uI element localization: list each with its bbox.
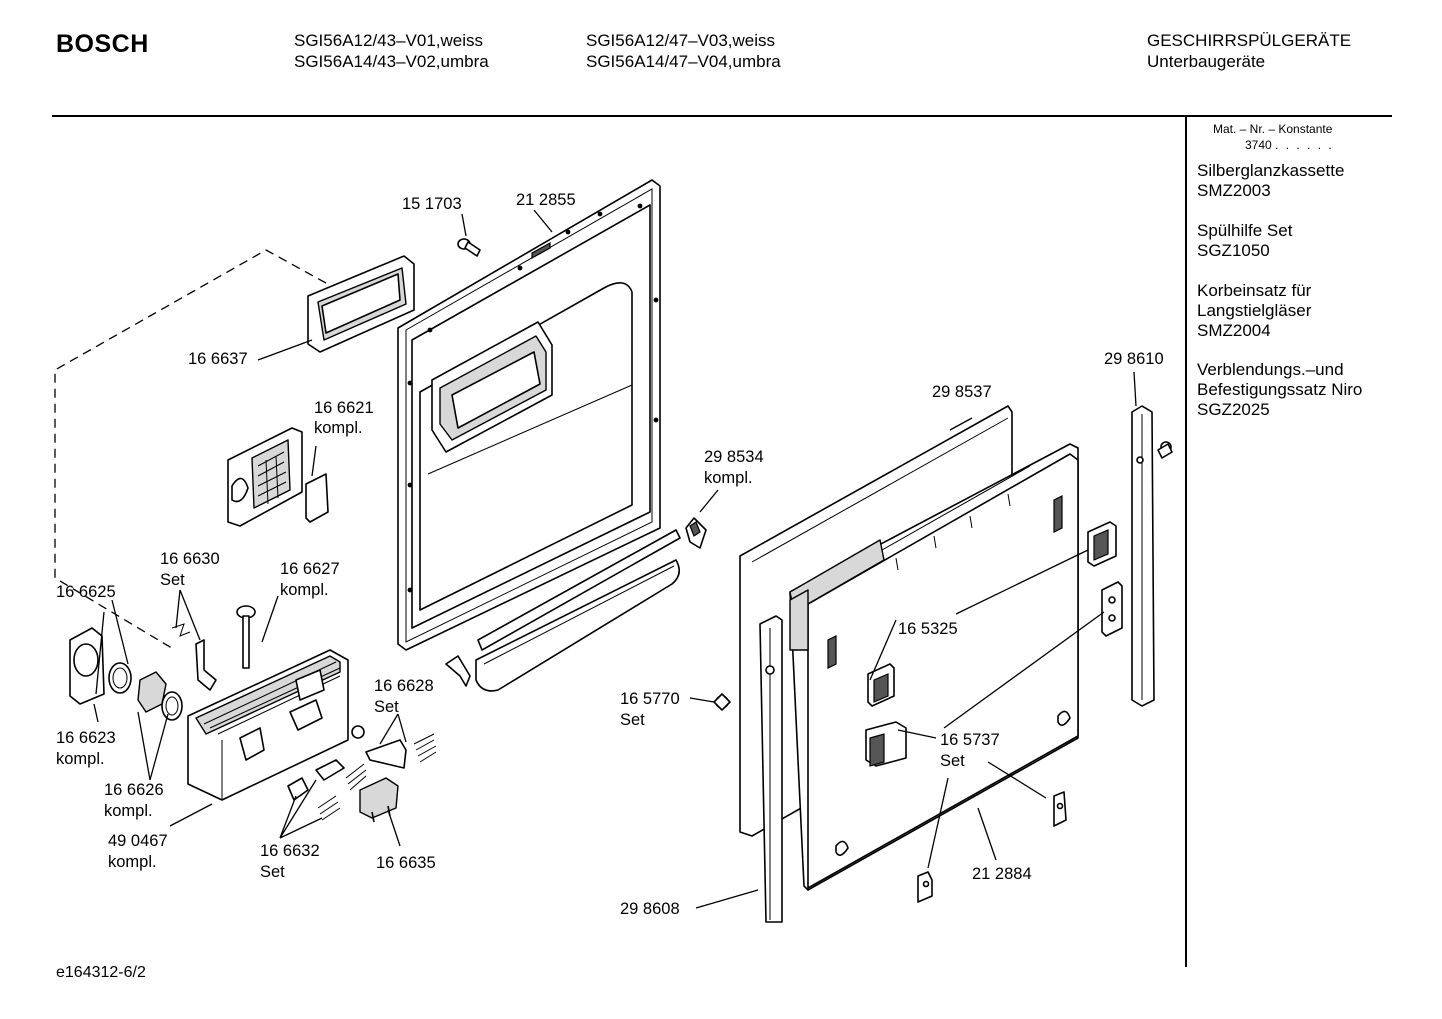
label-166628-note: Set [374, 698, 399, 716]
label-298608: 29 8608 [620, 900, 680, 918]
accessory-line: Verblendungs.–und [1197, 360, 1344, 379]
constant-dots: . . . . . . [1275, 138, 1334, 152]
label-166632: 16 6632 [260, 842, 320, 860]
label-165325: 16 5325 [898, 620, 958, 638]
mounting-panel-212884 [789, 443, 1079, 891]
accessory-item: Korbeinsatz für Langstielgläser SMZ2004 [1197, 281, 1311, 341]
seal-frame-166637 [307, 255, 415, 353]
category-line: Unterbaugeräte [1147, 52, 1266, 71]
label-166621: 16 6621 [314, 399, 374, 417]
label-166630: 16 6630 [160, 550, 220, 568]
label-166625: 16 6625 [56, 583, 116, 601]
inner-door-212855 [397, 179, 661, 651]
label-165770: 16 5770 [620, 690, 680, 708]
accessory-item: Spülhilfe Set SGZ1050 [1197, 221, 1292, 261]
label-151703: 15 1703 [402, 195, 462, 213]
accessory-line: Langstielgläser [1197, 301, 1312, 320]
accessory-item: Silberglanzkassette SMZ2003 [1197, 161, 1344, 201]
model-line: SGI56A12/43–V01,weiss [294, 31, 484, 50]
label-166628: 16 6628 [374, 677, 434, 695]
accessory-line: Spülhilfe Set [1197, 221, 1293, 240]
dispenser-cover-166621 [227, 427, 329, 527]
leader-lines [93, 209, 1137, 909]
model-line: SGI56A12/47–V03,weiss [586, 31, 776, 50]
label-212855: 21 2855 [516, 191, 576, 209]
accessory-line: Korbeinsatz für [1197, 281, 1312, 300]
label-166621-note: kompl. [314, 419, 363, 437]
side-rail-298608 [759, 615, 783, 923]
category-line: GESCHIRRSPÜLGERÄTE [1147, 31, 1352, 50]
label-165770-note: Set [620, 711, 645, 729]
model-list-1: SGI56A12/43–V01,weiss SGI56A14/43–V02,um… [294, 30, 489, 72]
label-166632-note: Set [260, 863, 285, 881]
label-166627: 16 6627 [280, 560, 340, 578]
label-165737: 16 5737 [940, 731, 1000, 749]
label-166637: 16 6637 [188, 350, 248, 368]
label-490467: 49 0467 [108, 832, 168, 850]
label-166635: 16 6635 [376, 854, 436, 872]
label-298537: 29 8537 [932, 383, 992, 401]
model-line: SGI56A14/43–V02,umbra [294, 52, 489, 71]
label-166626: 16 6626 [104, 781, 164, 799]
accessory-line: SGZ2025 [1197, 400, 1270, 419]
label-166623-note: kompl. [56, 750, 105, 768]
assembly-dashed-line [54, 249, 327, 651]
label-165737-note: Set [940, 752, 965, 770]
label-166623: 16 6623 [56, 729, 116, 747]
model-list-2: SGI56A12/47–V03,weiss SGI56A14/47–V04,um… [586, 30, 781, 72]
accessory-item: Verblendungs.–und Befestigungssatz Niro … [1197, 360, 1362, 420]
knob-assembly [69, 627, 183, 721]
model-line: SGI56A14/47–V04,umbra [586, 52, 781, 71]
screw-151703 [457, 238, 481, 257]
label-212884: 21 2884 [972, 865, 1032, 883]
label-298610: 29 8610 [1104, 350, 1164, 368]
control-panel-490467 [187, 649, 349, 801]
constant-label: Mat. – Nr. – Konstante [1213, 122, 1333, 136]
accessory-line: SMZ2003 [1197, 181, 1271, 200]
small-parts [171, 605, 437, 823]
side-rail-298610 [1131, 405, 1155, 707]
accessory-line: Befestigungssatz Niro [1197, 380, 1363, 399]
label-298534: 29 8534 [704, 448, 764, 466]
header-divider [52, 115, 1392, 117]
accessory-line: Silberglanzkassette [1197, 161, 1345, 180]
brand-logo: BOSCH [56, 30, 149, 58]
product-category: GESCHIRRSPÜLGERÄTE Unterbaugeräte [1147, 30, 1351, 72]
drawing-id: e164312-6/2 [56, 964, 146, 981]
label-166630-note: Set [160, 571, 185, 589]
clip-hardware [713, 441, 1173, 903]
constant-value-row: 3740 . . . . . . [1213, 137, 1334, 153]
rinse-aid-tray-298534 [445, 517, 707, 692]
label-490467-note: kompl. [108, 853, 157, 871]
sidebar-divider [1185, 115, 1187, 967]
part-labels: 15 1703 21 2855 16 6637 16 6621 kompl. 2… [56, 191, 1164, 918]
label-166626-note: kompl. [104, 802, 153, 820]
constant-value: 3740 [1245, 138, 1272, 152]
accessory-line: SGZ1050 [1197, 241, 1270, 260]
accessory-line: SMZ2004 [1197, 321, 1271, 340]
label-298534-note: kompl. [704, 469, 753, 487]
label-166627-note: kompl. [280, 581, 329, 599]
material-constant: Mat. – Nr. – Konstante 3740 . . . . . . [1213, 121, 1334, 153]
